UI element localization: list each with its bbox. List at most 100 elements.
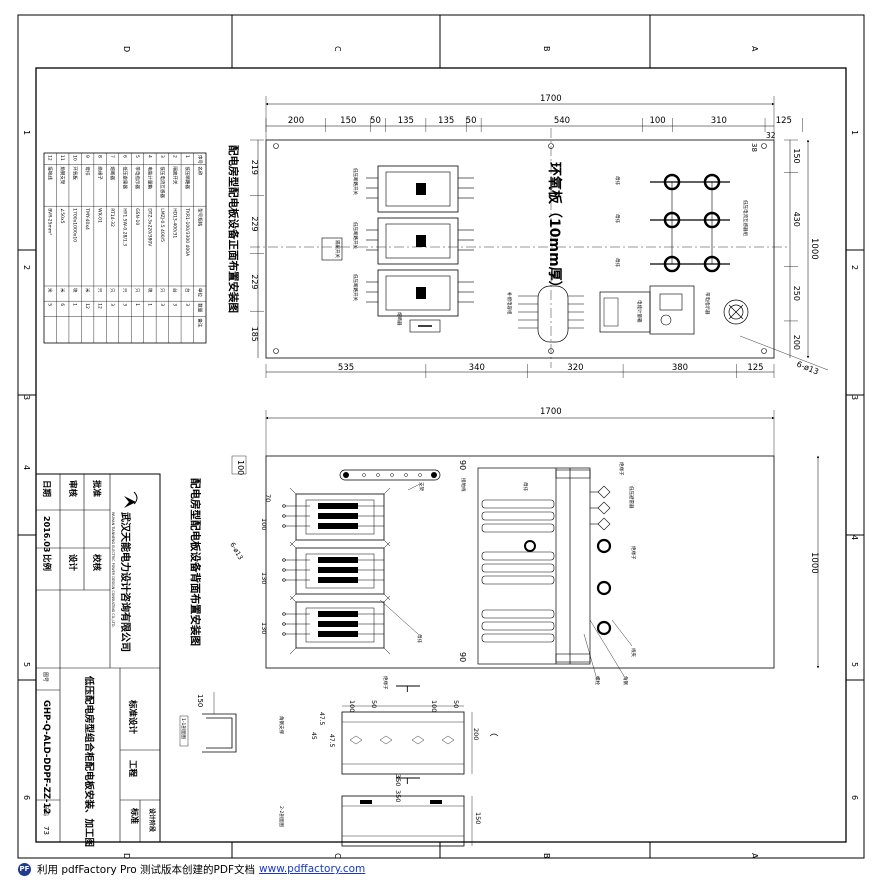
detail-dim-top-4: 50 xyxy=(452,700,460,708)
zone-labels: D C B A D C B A 1 2 3 4 5 6 1 2 3 4 5 6 xyxy=(22,46,859,859)
zone-5-left: 5 xyxy=(22,662,31,667)
tag-back-busbar-left: 母排 xyxy=(416,634,423,643)
company-name: 武汉天能电力设计咨询有限公司 xyxy=(119,512,132,652)
zone-4-left: 4 xyxy=(22,465,31,470)
bom-cell: TKR1-100/3300 400A xyxy=(184,207,190,257)
bom-cell: 低压避雷器 xyxy=(122,166,129,189)
bom-cell: 带电指示器 xyxy=(134,166,141,189)
bom-cell: 5 xyxy=(47,303,53,306)
tag-ct: 低压电流互感器组 xyxy=(742,200,749,236)
detail-dim-top-1: 100 xyxy=(348,700,356,712)
busbar-bar xyxy=(481,523,555,533)
tb-design: 设计 xyxy=(67,554,78,572)
capacitor-bank xyxy=(537,285,569,343)
tag-back-busbar: 母排 xyxy=(522,482,529,491)
breaker-unit-2 xyxy=(366,217,474,265)
detail-angle-b: 47.5 xyxy=(328,734,335,748)
back-dim-70: 70 xyxy=(264,494,272,502)
back-breaker-unit-3 xyxy=(282,595,391,655)
back-panel-outline xyxy=(265,455,775,669)
bom-cell: ∠50x5 xyxy=(59,208,65,223)
bom-header-cell: 名称 xyxy=(196,166,203,175)
front-bottom-dim-1: 340 xyxy=(469,363,485,373)
busbar-bar xyxy=(481,633,555,643)
bom-cell: HY1.5W-0.28/1.3 xyxy=(122,208,128,246)
bom-cell: 2 xyxy=(171,155,177,158)
bom-cell: 3 xyxy=(171,303,177,306)
front-top-dim-1: 150 xyxy=(340,116,356,126)
zone-a-bottom: A xyxy=(750,853,759,859)
front-right-dim-1: 430 xyxy=(792,212,801,227)
zone-d: D xyxy=(122,46,131,52)
tag-busbar-front-2: 母排 xyxy=(614,214,621,223)
front-top-dim-4: 135 xyxy=(438,116,454,126)
bom-cell: 台 xyxy=(171,288,178,293)
bom-cell: 9 xyxy=(84,155,90,158)
bom-cell: 绝缘子 xyxy=(97,166,104,180)
bom-cell: 6 xyxy=(59,303,65,306)
tag-busbar-front-3: 母排 xyxy=(614,258,621,267)
bracket-profile xyxy=(202,713,237,753)
bom-cell: 4 xyxy=(146,155,152,158)
bom-cell: 块 xyxy=(146,288,153,293)
bom-header-cell: 序号 xyxy=(196,155,203,164)
top-busbar-strip xyxy=(339,469,441,481)
bom-cell: 11 xyxy=(59,155,65,161)
zone-dividers xyxy=(18,15,864,858)
detail-dim-200: 200 xyxy=(472,728,480,740)
insulators-right xyxy=(590,485,611,531)
tb-page-label: 页码 xyxy=(42,806,49,816)
ct-group xyxy=(650,173,730,273)
bom-cell: DTZ-3x220/380V xyxy=(146,208,152,247)
pdf-footer: PF 利用 pdfFactory Pro 测试版本创建的PDF文档 www.pd… xyxy=(18,861,365,877)
zone-5-right: 5 xyxy=(850,662,859,667)
front-width-dim: 1700 xyxy=(540,94,562,104)
back-breaker-unit-2 xyxy=(282,541,391,601)
bom-cell: 角钢支架 xyxy=(59,166,66,184)
zone-1-left: 1 xyxy=(22,130,31,135)
back-dim-left-2: 130 xyxy=(260,572,268,584)
zone-1-right: 1 xyxy=(850,130,859,135)
bom-header-cell: 备注 xyxy=(196,318,203,327)
busbar-bar xyxy=(481,621,555,631)
back-breaker-unit-1 xyxy=(282,487,391,547)
zone-b: B xyxy=(542,46,551,52)
tag-back-steel: 角钢 xyxy=(622,676,629,685)
angle-steel-bottom xyxy=(341,795,465,847)
tag-busbar-front-1: 母排 xyxy=(614,176,621,185)
detail-section-tag: 2-2剖面图 xyxy=(278,806,285,827)
company-name-en: WUHAN TIANNENG ELECTRIC POWER DESIGN CON… xyxy=(111,512,115,628)
detail-dim-top-3: 100 xyxy=(430,700,438,712)
zone-4-right: 4 xyxy=(850,535,859,540)
front-bottom-dim-3: 380 xyxy=(672,363,688,373)
tb-review: 审核 xyxy=(67,480,78,498)
busbar-bar xyxy=(481,563,555,573)
bom-cell: 1700x1000x10 xyxy=(72,208,78,242)
zone-3-right: 3 xyxy=(850,395,859,400)
back-dim-left-3: 130 xyxy=(260,622,268,634)
tag-back-clamp: 线夹 xyxy=(630,648,637,657)
front-top-dim-2: 50 xyxy=(370,116,381,126)
front-top-dim-6: 540 xyxy=(554,116,570,126)
pdffactory-logo-icon: PF xyxy=(18,862,31,876)
tag-meter: 电能计量箱 xyxy=(636,300,643,323)
footer-link[interactable]: www.pdffactory.com xyxy=(259,863,366,875)
tag-isolator: 隔离开关 xyxy=(334,240,341,258)
bom-cell: 只 xyxy=(159,288,165,293)
front-height-dim: 1000 xyxy=(809,238,819,260)
tb-stage: 标准 xyxy=(130,807,140,824)
detail-plate-tag: 角钢支撑 xyxy=(278,716,285,734)
tb-drawing-no-label: 图号 xyxy=(42,672,48,682)
bom-cell: 米 xyxy=(84,288,91,293)
bom-cell: 只 xyxy=(134,288,140,293)
bom-cell: 熔断器 xyxy=(109,166,116,180)
bom-cell: BVR-25mm² xyxy=(47,208,53,235)
tb-stage2: 设计阶段 xyxy=(148,808,156,832)
tb-date-label: 日期 xyxy=(41,480,52,498)
bom-cell: 12 xyxy=(84,303,90,309)
bom-cell: LMZJ-0.5 400/5 xyxy=(159,208,165,242)
zone-2-left: 2 xyxy=(22,265,31,270)
bom-cell: 6 xyxy=(122,155,128,158)
tag-indicator: 带电指示器 xyxy=(704,292,711,315)
